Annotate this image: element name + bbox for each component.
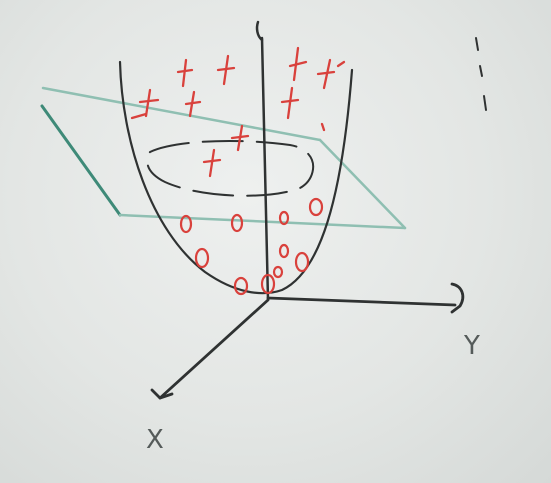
x-axis — [158, 298, 270, 400]
circle-mark — [260, 273, 276, 295]
paraboloid — [118, 60, 354, 295]
plus-mark — [202, 148, 222, 178]
circle-mark — [278, 243, 290, 259]
plus-mark — [320, 122, 326, 132]
plus-mark — [184, 90, 202, 118]
y-axis-label: Y — [463, 331, 480, 361]
circle-mark — [278, 210, 290, 226]
plus-mark — [288, 46, 308, 82]
circle-mark — [230, 213, 244, 233]
x-axis-label: X — [146, 425, 164, 455]
plus-mark — [316, 58, 336, 90]
positive-points — [130, 46, 346, 178]
y-axis — [266, 296, 457, 307]
circle-mark — [272, 265, 284, 279]
z-arrow — [255, 20, 264, 42]
negative-points — [179, 197, 324, 296]
stray-marks — [475, 37, 487, 111]
plus-mark — [216, 54, 236, 86]
circle-mark — [233, 276, 249, 296]
plus-mark — [230, 124, 250, 152]
plus-mark — [336, 60, 346, 68]
circle-mark — [179, 214, 193, 234]
circle-mark — [194, 247, 210, 269]
z-axis — [260, 36, 270, 302]
plus-mark — [138, 88, 160, 118]
y-arrow — [450, 282, 465, 314]
plus-mark — [130, 112, 148, 120]
circle-mark — [294, 251, 310, 273]
x-arrow — [150, 388, 174, 400]
plus-mark — [176, 58, 194, 88]
separating-plane — [40, 86, 407, 230]
axes — [150, 20, 465, 400]
plus-mark — [280, 86, 300, 120]
circle-mark — [308, 197, 324, 217]
